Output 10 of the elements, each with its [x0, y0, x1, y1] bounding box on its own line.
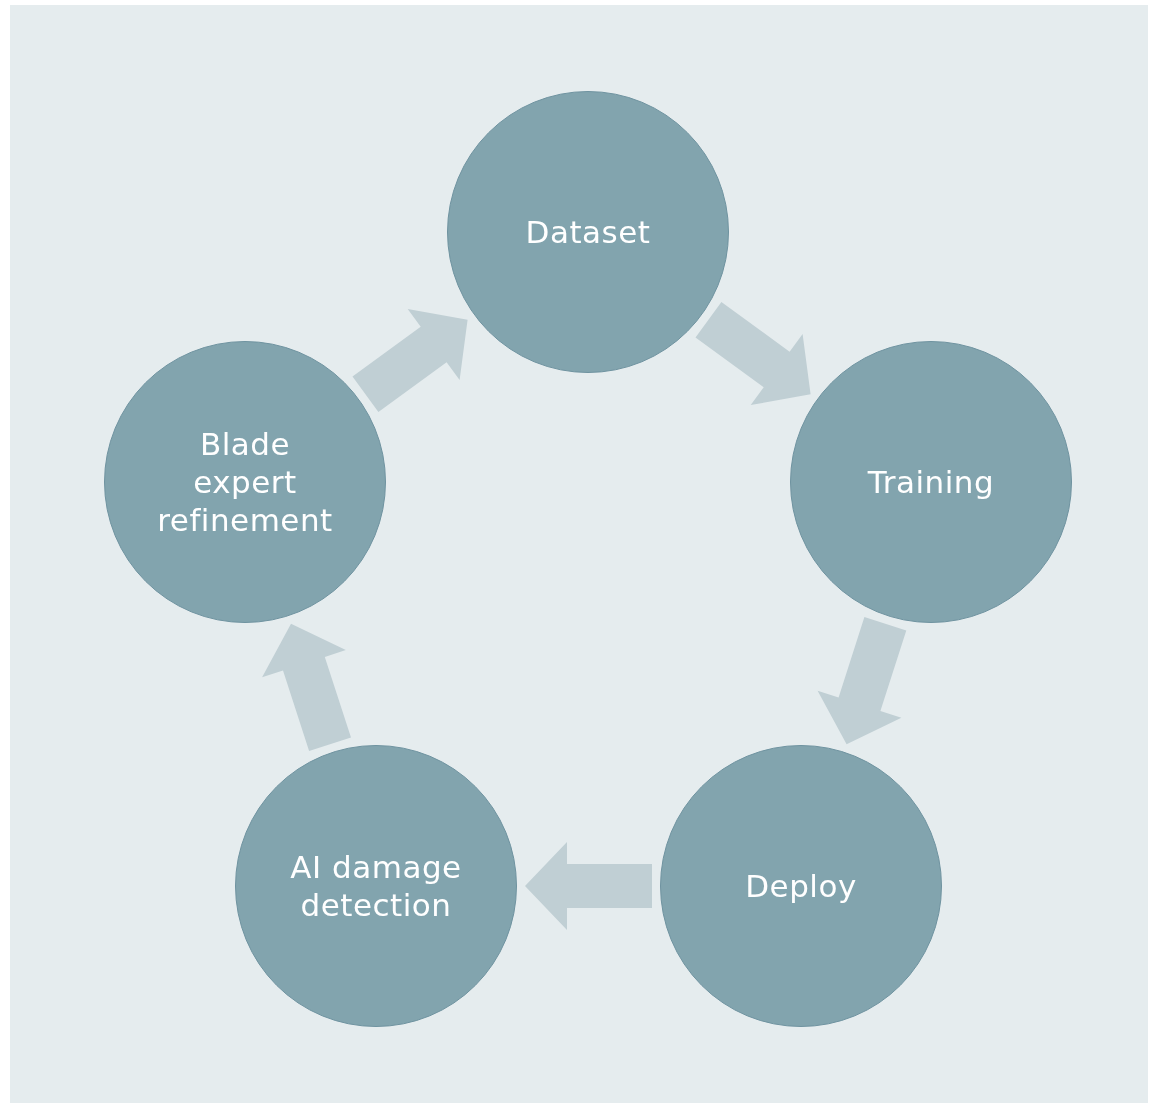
block-arrow [525, 842, 652, 930]
block-arrow [817, 617, 907, 745]
step-label: Deploy [745, 867, 857, 905]
step-label: Blade expert refinement [156, 425, 334, 539]
step-label: AI damage detection [289, 848, 463, 924]
block-arrow [262, 623, 351, 752]
step-label: Training [867, 463, 995, 501]
block-arrow [352, 308, 468, 412]
step-label: Dataset [525, 213, 651, 251]
block-arrow [695, 302, 811, 406]
